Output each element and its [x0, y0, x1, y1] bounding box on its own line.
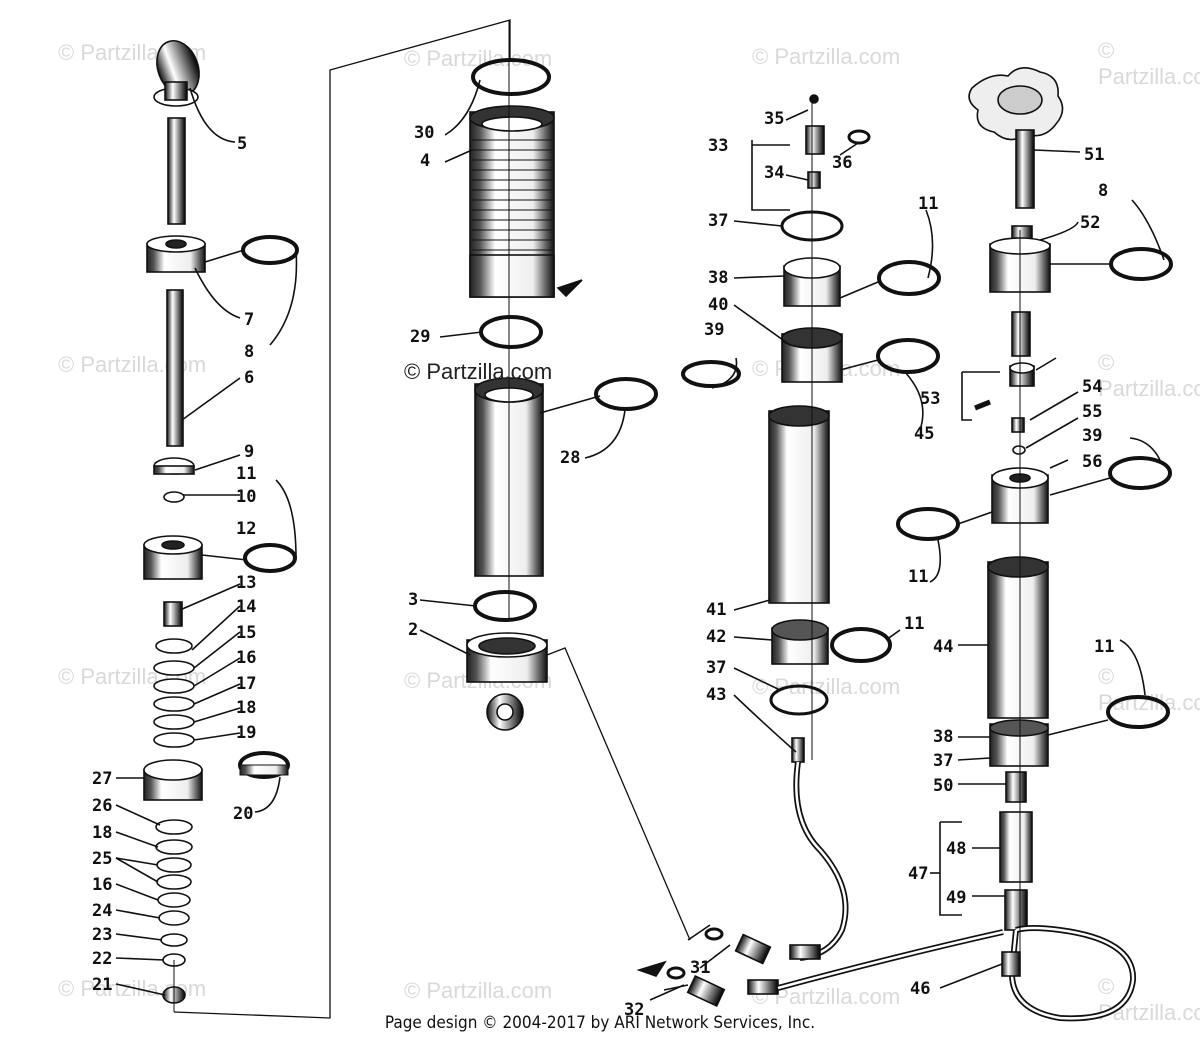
footer-copyright: Page design © 2004-2017 by ARI Network S…	[384, 1013, 816, 1033]
callout: 11	[1094, 637, 1114, 657]
callout: 55	[1082, 402, 1102, 422]
callout: 41	[706, 600, 726, 620]
callout: 4	[420, 151, 430, 171]
inline-watermark: © Partzilla.com	[404, 359, 553, 384]
callout: 43	[706, 685, 726, 705]
callout: 18	[236, 698, 256, 718]
callout: 7	[244, 310, 254, 330]
callout: 39	[1082, 426, 1102, 446]
callout: 12	[236, 519, 256, 539]
callout: 22	[92, 949, 112, 969]
callout: 11	[908, 567, 928, 587]
callout: 46	[910, 979, 930, 999]
callout: 31	[690, 958, 710, 978]
callout: 33	[708, 136, 728, 156]
callout: 25	[92, 849, 112, 869]
callout: 26	[92, 796, 112, 816]
callout: 6	[244, 368, 254, 388]
callout: 39	[704, 320, 724, 340]
callout: 47	[908, 864, 928, 884]
column-4-adjuster-assembly	[896, 67, 1173, 1022]
callout: 2	[408, 620, 418, 640]
callout: 15	[236, 623, 256, 643]
callout: 48	[946, 839, 966, 859]
callout: 53	[920, 389, 940, 409]
column-1-shock-rod-assembly	[115, 19, 511, 1019]
callout: 38	[708, 268, 728, 288]
callout: 56	[1082, 452, 1102, 472]
callout: 11	[918, 194, 938, 214]
callout: 10	[236, 487, 256, 507]
column-2-shock-body	[419, 20, 691, 941]
callout: 19	[236, 723, 256, 743]
callout: 11	[236, 464, 256, 484]
callout: 14	[236, 597, 256, 617]
watermark: © Partzilla.com	[1098, 38, 1200, 89]
callout: 16	[92, 875, 112, 895]
callout: 54	[1082, 377, 1102, 397]
callout: 35	[764, 109, 784, 129]
watermark: © Partzilla.com	[752, 44, 901, 69]
callout: 18	[92, 823, 112, 843]
watermark: © Partzilla.com	[404, 978, 553, 1003]
callout: 24	[92, 901, 112, 921]
callout: 44	[933, 637, 953, 657]
callout: 11	[904, 614, 924, 634]
callout: 37	[708, 211, 728, 231]
callout: 50	[933, 776, 953, 796]
callout: 8	[244, 342, 254, 362]
callout: 30	[414, 123, 434, 143]
callout: 42	[706, 627, 726, 647]
callout: 5	[237, 134, 247, 154]
callout: 45	[914, 424, 934, 444]
callout: 27	[92, 769, 112, 789]
callout: 3	[408, 590, 418, 610]
callout: 21	[92, 975, 112, 995]
callout: 17	[236, 674, 256, 694]
callout: 51	[1084, 145, 1104, 165]
callout: 32	[624, 1000, 644, 1020]
callout: 8	[1098, 181, 1108, 201]
callout: 37	[706, 658, 726, 678]
callout: 36	[832, 153, 852, 173]
callout: 38	[933, 727, 953, 747]
callout: 9	[244, 442, 254, 462]
callout: 29	[410, 327, 430, 347]
callout: 52	[1080, 213, 1100, 233]
callout: 28	[560, 448, 580, 468]
callout: 40	[708, 295, 728, 315]
callout: 49	[946, 888, 966, 908]
column-3-reservoir-assembly	[636, 94, 1004, 1007]
callout: 23	[92, 925, 112, 945]
callout: 37	[933, 751, 953, 771]
callout: 16	[236, 648, 256, 668]
callout-labels: 5 7 8 6 9 10 11 12 13 14 15 16 17 18 19 …	[92, 109, 1114, 1020]
callout: 34	[764, 163, 784, 183]
watermark: © Partzilla.com	[1098, 350, 1200, 401]
callout: 13	[236, 573, 256, 593]
callout: 20	[233, 804, 253, 824]
